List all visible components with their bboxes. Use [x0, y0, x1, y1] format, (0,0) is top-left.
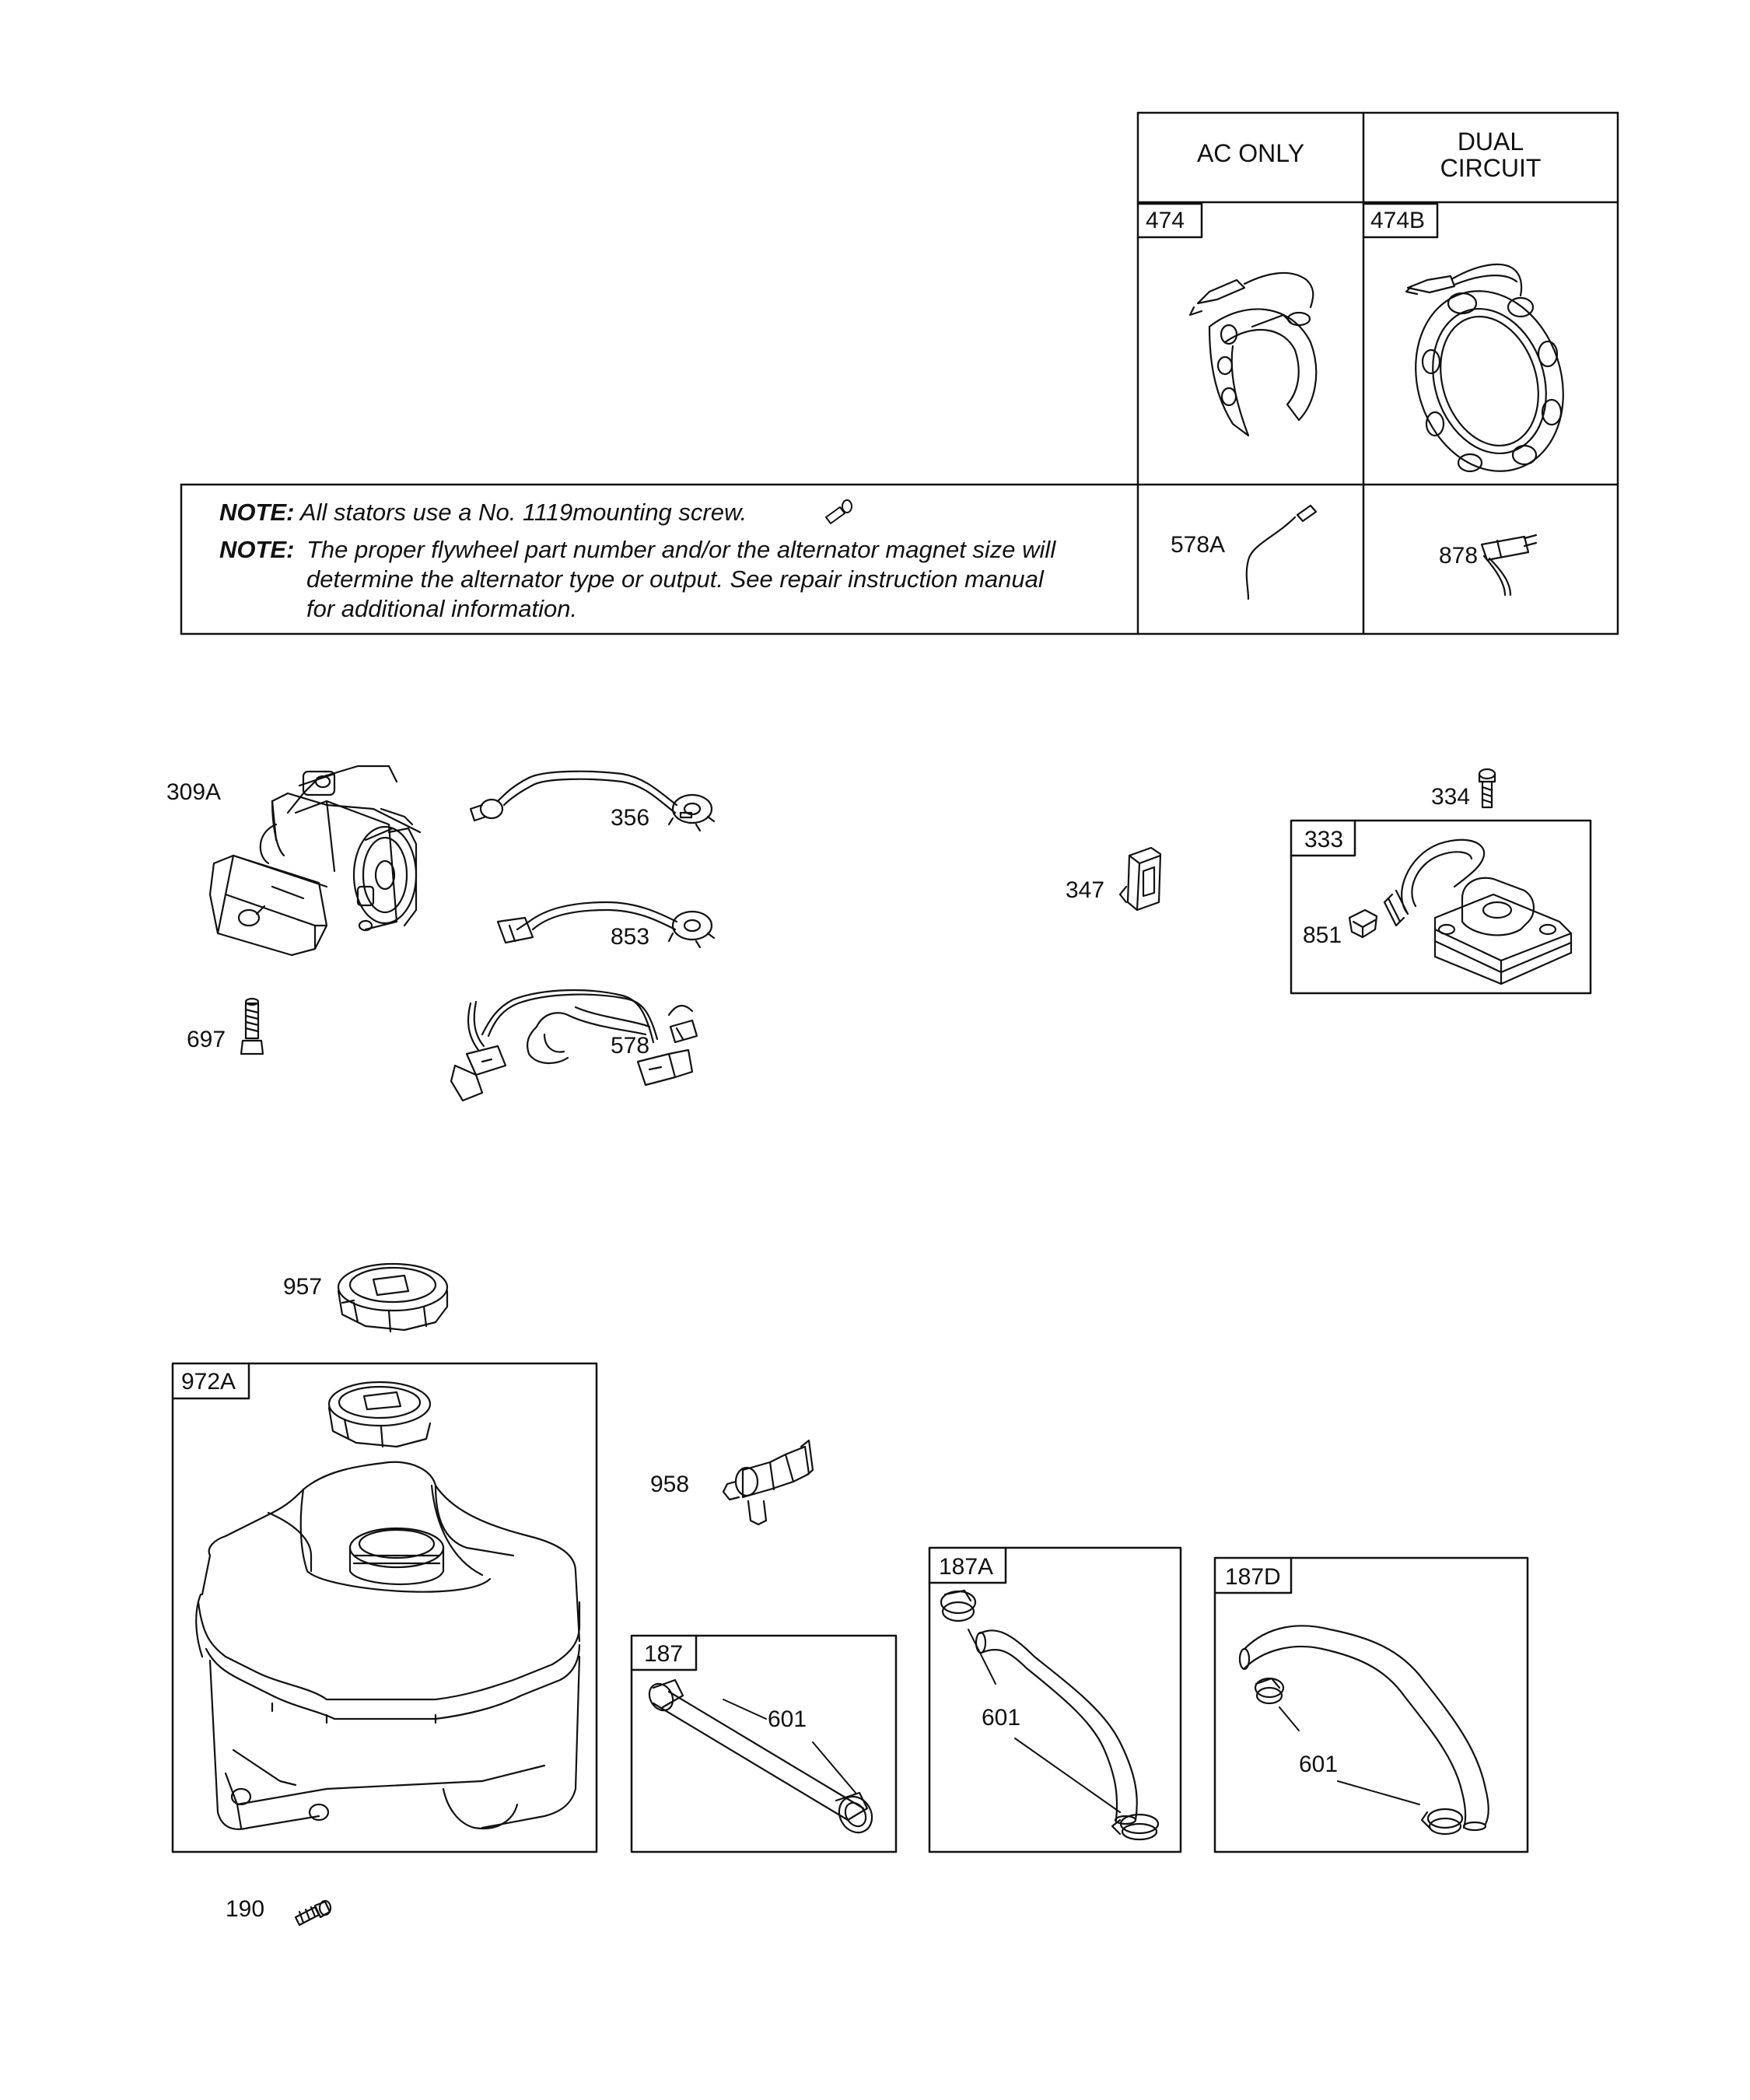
valve-958-illustration [722, 1439, 814, 1526]
hose-187a-box [928, 1546, 1182, 1853]
part-label-347: 347 [1066, 877, 1105, 903]
wire-578a-illustration [1245, 504, 1318, 600]
part-label-356: 356 [611, 805, 650, 831]
connector-878-illustration [1480, 534, 1538, 597]
note-2-label: NOTE: [219, 536, 295, 563]
part-label-851: 851 [1303, 922, 1342, 948]
part-label-474: 474 [1146, 208, 1185, 233]
part-label-957: 957 [283, 1274, 323, 1300]
part-label-853: 853 [611, 924, 650, 950]
hose-187d-box [1213, 1556, 1529, 1853]
part-label-972a: 972A [181, 1369, 236, 1395]
part-label-187a: 187A [939, 1554, 994, 1580]
part-label-334: 334 [1431, 784, 1471, 810]
hose-187d-illustration [1238, 1625, 1489, 1836]
fuel-cap-957-illustration [337, 1262, 449, 1333]
part-851-illustration [1348, 908, 1378, 939]
part-label-578a: 578A [1171, 532, 1226, 558]
tank-cap-illustration [327, 1381, 432, 1448]
cable-356-illustration [469, 770, 716, 832]
hose-187-illustration [648, 1678, 873, 1834]
part-label-333: 333 [1304, 827, 1344, 852]
screw-icon [825, 499, 852, 524]
part-label-187: 187 [644, 1641, 684, 1667]
ac-stator-illustration [1188, 271, 1318, 437]
screw-190-illustration [294, 1899, 332, 1927]
bolt-697-illustration [240, 997, 264, 1055]
part-label-601-hose-187d: 601 [1299, 1752, 1339, 1777]
part-label-958: 958 [650, 1472, 690, 1497]
part-label-697: 697 [187, 1027, 226, 1052]
starter-motor-illustration [208, 765, 422, 957]
screw-334-illustration [1478, 768, 1496, 809]
ignition-coil-illustration [1383, 838, 1573, 985]
part-label-601-hose-187: 601 [768, 1706, 807, 1732]
note-1: NOTE: All stators use a No. 1119mounting… [219, 498, 747, 527]
hose-187-box [630, 1634, 898, 1853]
part-347-illustration [1118, 846, 1162, 912]
dual-stator-illustration [1405, 263, 1564, 473]
part-label-309a: 309A [166, 779, 222, 805]
part-label-578: 578 [611, 1033, 650, 1059]
note-2-line-3: for additional information. [306, 595, 578, 622]
part-label-190: 190 [226, 1896, 265, 1922]
harness-578-illustration [450, 989, 698, 1102]
part-label-474b: 474B [1370, 208, 1426, 233]
fuel-tank-illustration [195, 1461, 581, 1830]
cable-853-illustration [496, 901, 716, 949]
note-2-line-2: determine the alternator type or output.… [306, 565, 1044, 593]
ignition-box [1290, 819, 1592, 995]
fuel-tank-box [171, 1362, 598, 1853]
part-label-601-hose-187a: 601 [982, 1705, 1021, 1731]
hose-187a-illustration [940, 1589, 1160, 1841]
stator-table [180, 111, 1619, 635]
note-1-text: All stators use a No. 1119mounting screw… [299, 499, 747, 526]
part-label-878: 878 [1439, 543, 1479, 569]
note-2-line-1: The proper flywheel part number and/or t… [306, 536, 1056, 563]
part-label-187d: 187D [1225, 1564, 1281, 1590]
header-ac-only: AC ONLY [1196, 139, 1305, 167]
note-1-label: NOTE: [219, 499, 295, 526]
header-dual-circuit: DUAL CIRCUIT [1440, 128, 1542, 182]
